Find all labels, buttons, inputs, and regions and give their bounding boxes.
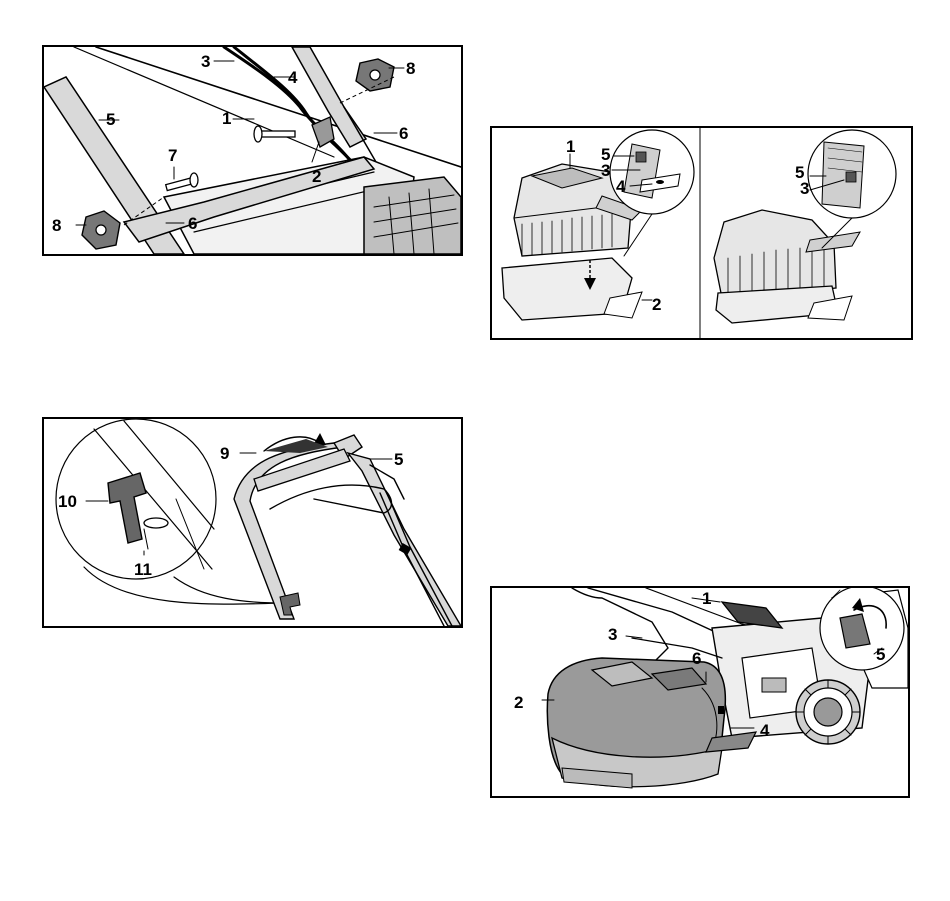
wheel-icon xyxy=(796,680,860,744)
callout-label: 6 xyxy=(399,124,408,143)
callout-label: 3 xyxy=(800,179,809,198)
callout-label: 3 xyxy=(601,161,610,180)
figure-handle-cable-guide-drawing: 9 5 10 11 xyxy=(44,419,461,626)
figure-handle-assembly-drawing: 3 4 1 5 7 2 6 8 8 6 xyxy=(44,47,461,254)
figure-handle-assembly: 3 4 1 5 7 2 6 8 8 6 xyxy=(42,45,463,256)
callout-label: 3 xyxy=(608,625,617,644)
callout-label: 4 xyxy=(760,721,770,740)
callout-label: 7 xyxy=(168,146,177,165)
callout-label: 4 xyxy=(288,68,298,87)
callout-label: 2 xyxy=(312,167,321,186)
figure-grass-box-assembly: 1 5 3 4 2 5 3 xyxy=(490,126,913,340)
callout-label: 11 xyxy=(134,560,152,579)
callout-label: 4 xyxy=(616,177,626,196)
callout-label: 6 xyxy=(692,649,701,668)
callout-label: 8 xyxy=(52,216,61,235)
wing-knob-icon xyxy=(82,211,120,249)
callout-label: 5 xyxy=(394,450,403,469)
bolt-icon xyxy=(254,126,295,142)
callout-label: 8 xyxy=(406,59,415,78)
figure-grass-box-assembly-drawing: 1 5 3 4 2 5 3 xyxy=(492,128,911,338)
callout-label: 9 xyxy=(220,444,229,463)
callout-label: 5 xyxy=(106,110,115,129)
detail-magnifier xyxy=(56,419,216,579)
callout-label: 1 xyxy=(702,589,711,608)
figure-grass-box-mounting-drawing: 1 3 2 6 4 5 xyxy=(492,588,908,796)
callout-label: 2 xyxy=(514,693,523,712)
callout-label: 6 xyxy=(188,214,197,233)
figure-grass-box-mounting: 1 3 2 6 4 5 xyxy=(490,586,910,798)
figure-handle-cable-guide: 9 5 10 11 xyxy=(42,417,463,628)
callout-label: 2 xyxy=(652,295,661,314)
callout-label: 5 xyxy=(876,645,885,664)
callout-label: 3 xyxy=(201,52,210,71)
callout-label: 10 xyxy=(58,492,77,511)
callout-label: 1 xyxy=(566,137,575,156)
bolt-icon xyxy=(166,173,198,191)
callout-label: 1 xyxy=(222,109,231,128)
